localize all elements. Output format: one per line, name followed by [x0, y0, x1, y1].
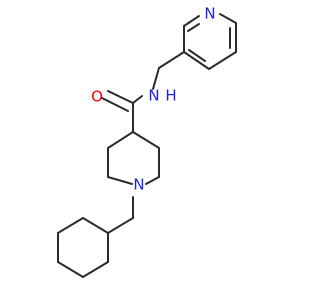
- molecule-structure-canvas: N O N H N: [57, 4, 237, 278]
- piperidine-nitrogen-label: N: [133, 176, 144, 194]
- molecule-structure: N O N H N: [57, 5, 237, 278]
- amide-nitrogen-label: N: [148, 87, 159, 105]
- amide-hydrogen-label: H: [165, 87, 176, 105]
- carbonyl-oxygen-label: O: [91, 88, 103, 106]
- atom-labels: N O N H N: [91, 5, 216, 194]
- pyridine-nitrogen-label: N: [204, 5, 215, 23]
- bond-lines: [57, 13, 237, 278]
